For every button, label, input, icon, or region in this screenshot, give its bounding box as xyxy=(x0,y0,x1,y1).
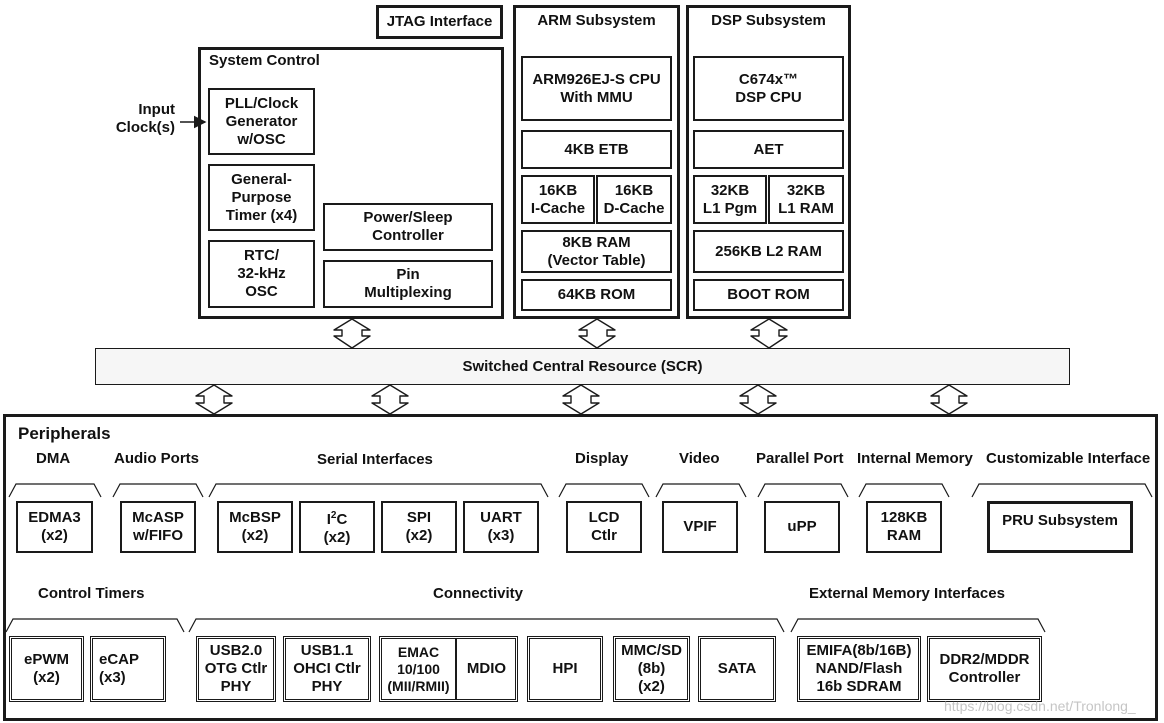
epwm-box: ePWM(x2) xyxy=(9,636,84,702)
dsp-l2-ram-box: 256KB L2 RAM xyxy=(693,230,844,273)
display-group-label: Display xyxy=(575,450,629,467)
edma3-box: EDMA3(x2) xyxy=(16,501,93,553)
hpi-box: HPI xyxy=(527,636,603,702)
connectivity-group-label: Connectivity xyxy=(433,585,524,602)
periph-arrow-3 xyxy=(562,384,600,415)
dsp-aet-box: AET xyxy=(693,130,844,169)
mdio-box: MDIO xyxy=(466,660,507,677)
scr-bar: Switched Central Resource (SCR) xyxy=(95,348,1070,385)
audio-ports-group-label: Audio Ports xyxy=(114,450,199,467)
system-control-title: System Control xyxy=(209,52,320,69)
control-timers-group-label: Control Timers xyxy=(38,585,145,602)
scr-arrow-arm xyxy=(578,318,616,349)
input-clocks-label: Input Clock(s) xyxy=(115,101,175,136)
mmc-sd-box: MMC/SD(8b)(x2) xyxy=(613,636,690,702)
video-group-label: Video xyxy=(679,450,720,467)
arm-vector-ram-box: 8KB RAM(Vector Table) xyxy=(521,230,672,273)
scr-arrow-syscontrol xyxy=(333,318,371,349)
uart-box: UART(x3) xyxy=(463,501,539,553)
jtag-interface-box: JTAG Interface xyxy=(376,5,503,39)
scr-label: Switched Central Resource (SCR) xyxy=(462,357,703,375)
i2c-box: I2C (x2) xyxy=(299,501,375,553)
mcbsp-box: McBSP(x2) xyxy=(217,501,293,553)
parallel-port-group-label: Parallel Port xyxy=(756,450,844,467)
sata-box: SATA xyxy=(698,636,776,702)
dma-group-label: DMA xyxy=(36,450,71,467)
serial-interfaces-group-label: Serial Interfaces xyxy=(317,451,433,468)
periph-arrow-5 xyxy=(930,384,968,415)
dsp-subsystem-title: DSP Subsystem xyxy=(711,12,826,29)
pru-subsystem-box: PRU Subsystem xyxy=(987,501,1133,553)
periph-arrow-2 xyxy=(371,384,409,415)
arm-subsystem-title: ARM Subsystem xyxy=(537,12,656,29)
scr-arrow-dsp xyxy=(750,318,788,349)
vpif-box: VPIF xyxy=(662,501,738,553)
upp-box: uPP xyxy=(764,501,840,553)
emac-mdio-box xyxy=(379,636,518,702)
peripherals-title: Peripherals xyxy=(18,424,111,443)
arm-rom-box: 64KB ROM xyxy=(521,279,672,311)
arm-etb-box: 4KB ETB xyxy=(521,130,672,169)
customizable-interface-group-label: Customizable Interface xyxy=(986,450,1151,467)
watermark-text: https://blog.csdn.net/Tronlong_ xyxy=(944,698,1136,714)
periph-arrow-4 xyxy=(739,384,777,415)
periph-arrow-1 xyxy=(195,384,233,415)
internal-memory-group-label: Internal Memory xyxy=(857,450,973,467)
external-memory-interfaces-group-label: External Memory Interfaces xyxy=(809,585,1005,602)
jtag-interface-label: JTAG Interface xyxy=(386,13,493,30)
dsp-boot-rom-box: BOOT ROM xyxy=(693,279,844,311)
spi-box: SPI(x2) xyxy=(381,501,457,553)
ecap-box: eCAP(x3) xyxy=(90,636,166,702)
